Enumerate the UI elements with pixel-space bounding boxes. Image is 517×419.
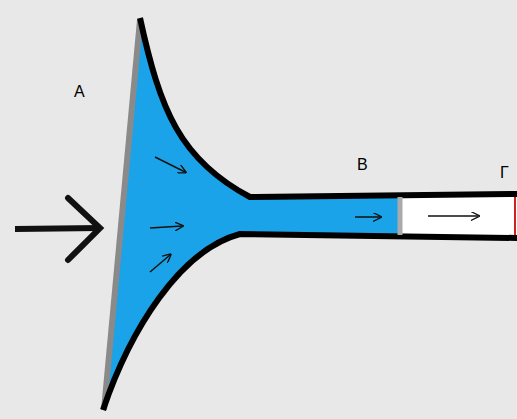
fluid <box>103 18 400 410</box>
part-label: В <box>357 157 368 173</box>
flow-arrow <box>150 226 182 228</box>
flow-arrow <box>355 216 380 218</box>
flow-arrow <box>150 255 170 272</box>
piston <box>104 20 140 410</box>
part-label: А <box>74 84 85 100</box>
force-arrow <box>15 228 100 229</box>
tube-end <box>514 197 516 235</box>
flow-arrow <box>428 215 478 217</box>
flow-arrow <box>155 157 185 172</box>
fluid-front <box>398 197 403 235</box>
wall-top <box>140 18 517 197</box>
force-arrow-head <box>68 198 100 260</box>
part-label: Г <box>500 165 509 181</box>
wall-bottom <box>103 234 517 410</box>
tube-empty <box>400 195 517 236</box>
